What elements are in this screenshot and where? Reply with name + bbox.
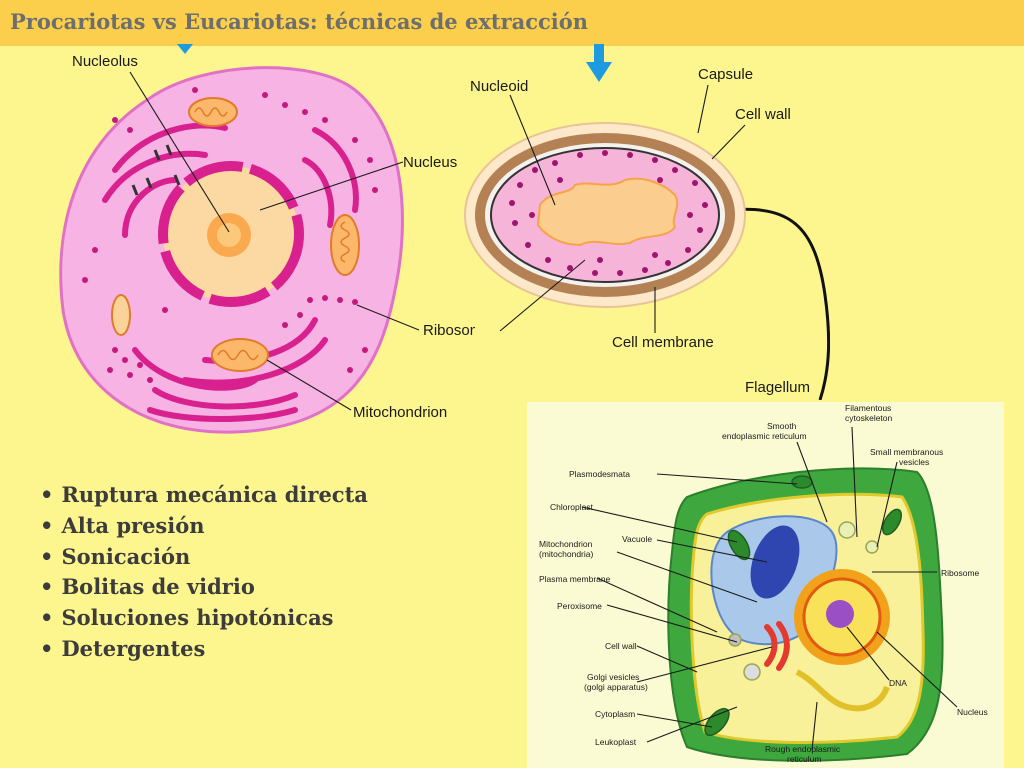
- bullet-glyph: •: [40, 605, 54, 631]
- label-nucleus-plant: Nucleus: [957, 707, 988, 717]
- label-mitochondrion-2: (mitochondria): [539, 549, 593, 559]
- label-ribosome: Ribosome: [941, 568, 980, 578]
- bullet-glyph: •: [40, 635, 54, 661]
- label-nucleoid: Nucleoid: [470, 78, 528, 95]
- label-cytoplasm: Cytoplasm: [595, 709, 635, 719]
- label-cell-wall-plant: Cell wall: [605, 641, 637, 651]
- list-item: •Soluciones hipotónicas: [40, 605, 334, 631]
- list-item: •Sonicación: [40, 543, 191, 569]
- label-mitochondrion-1: Mitochondrion: [539, 539, 593, 549]
- animal-cell-labels: Nucleolus Nucleus Ribosomes Mitochondrio…: [72, 53, 475, 421]
- label-vacuole: Vacuole: [622, 534, 652, 544]
- bacterial-cell-labels: Nucleoid Capsule Cell wall Cell membrane…: [470, 66, 810, 396]
- label-golgi-2: (golgi apparatus): [584, 682, 648, 692]
- bullet-glyph: •: [40, 574, 54, 600]
- label-small-vesicles-2: vesicles: [899, 457, 929, 467]
- plant-cell-diagram: Smooth endoplasmic reticulum Filamentous…: [527, 402, 1004, 768]
- nucleoid: [536, 177, 679, 247]
- label-rough-er-2: reticulum: [787, 754, 821, 764]
- flagellum: [727, 207, 830, 400]
- blue-arrow-icon: [177, 44, 193, 54]
- label-nucleolus: Nucleolus: [72, 53, 138, 70]
- mitochondrion: [111, 97, 360, 372]
- slide-title: Procariotas vs Eucariotas: técnicas de e…: [10, 9, 589, 34]
- bullet-glyph: •: [40, 482, 54, 507]
- label-plasmodesmata: Plasmodesmata: [569, 469, 630, 479]
- label-flagellum: Flagellum: [745, 379, 810, 396]
- label-filamentous-1: Filamentous: [845, 403, 891, 413]
- list-item: •Alta presión: [40, 512, 205, 538]
- blue-arrow-icon: [586, 44, 612, 82]
- label-cell-membrane: Cell membrane: [612, 334, 714, 351]
- label-small-vesicles-1: Small membranous: [870, 447, 943, 457]
- extraction-techniques-list: •Ruptura mecánica directa •Alta presión …: [40, 480, 368, 665]
- label-chloroplast: Chloroplast: [550, 502, 594, 512]
- label-capsule: Capsule: [698, 66, 753, 83]
- label-cell-wall: Cell wall: [735, 106, 791, 123]
- label-nucleus: Nucleus: [403, 154, 457, 171]
- label-smooth-er-2: endoplasmic reticulum: [722, 431, 807, 441]
- bullet-glyph: •: [40, 543, 54, 569]
- label-peroxisome: Peroxisome: [557, 601, 602, 611]
- list-item: •Ruptura mecánica directa: [40, 482, 368, 507]
- label-smooth-er-1: Smooth: [767, 421, 797, 431]
- label-dna: DNA: [889, 678, 907, 688]
- label-leukoplast: Leukoplast: [595, 737, 637, 747]
- golgi-apparatus: [764, 621, 790, 671]
- animal-cell-diagram: [59, 66, 420, 434]
- list-item: •Detergentes: [40, 635, 206, 661]
- rough-er: [795, 669, 890, 712]
- label-plasma-membrane: Plasma membrane: [539, 574, 611, 584]
- label-filamentous-2: cytoskeleton: [845, 413, 893, 423]
- title-bar: Procariotas vs Eucariotas: técnicas de e…: [0, 0, 1024, 46]
- bacterial-cell-diagram: [464, 84, 830, 400]
- label-golgi-1: Golgi vesicles: [587, 672, 639, 682]
- list-item: •Bolitas de vidrio: [40, 574, 255, 600]
- label-ribosomes: Ribosomes: [423, 322, 475, 339]
- bullet-glyph: •: [40, 512, 54, 538]
- label-mitochondrion: Mitochondrion: [353, 404, 447, 421]
- label-rough-er-1: Rough endoplasmic: [765, 744, 841, 754]
